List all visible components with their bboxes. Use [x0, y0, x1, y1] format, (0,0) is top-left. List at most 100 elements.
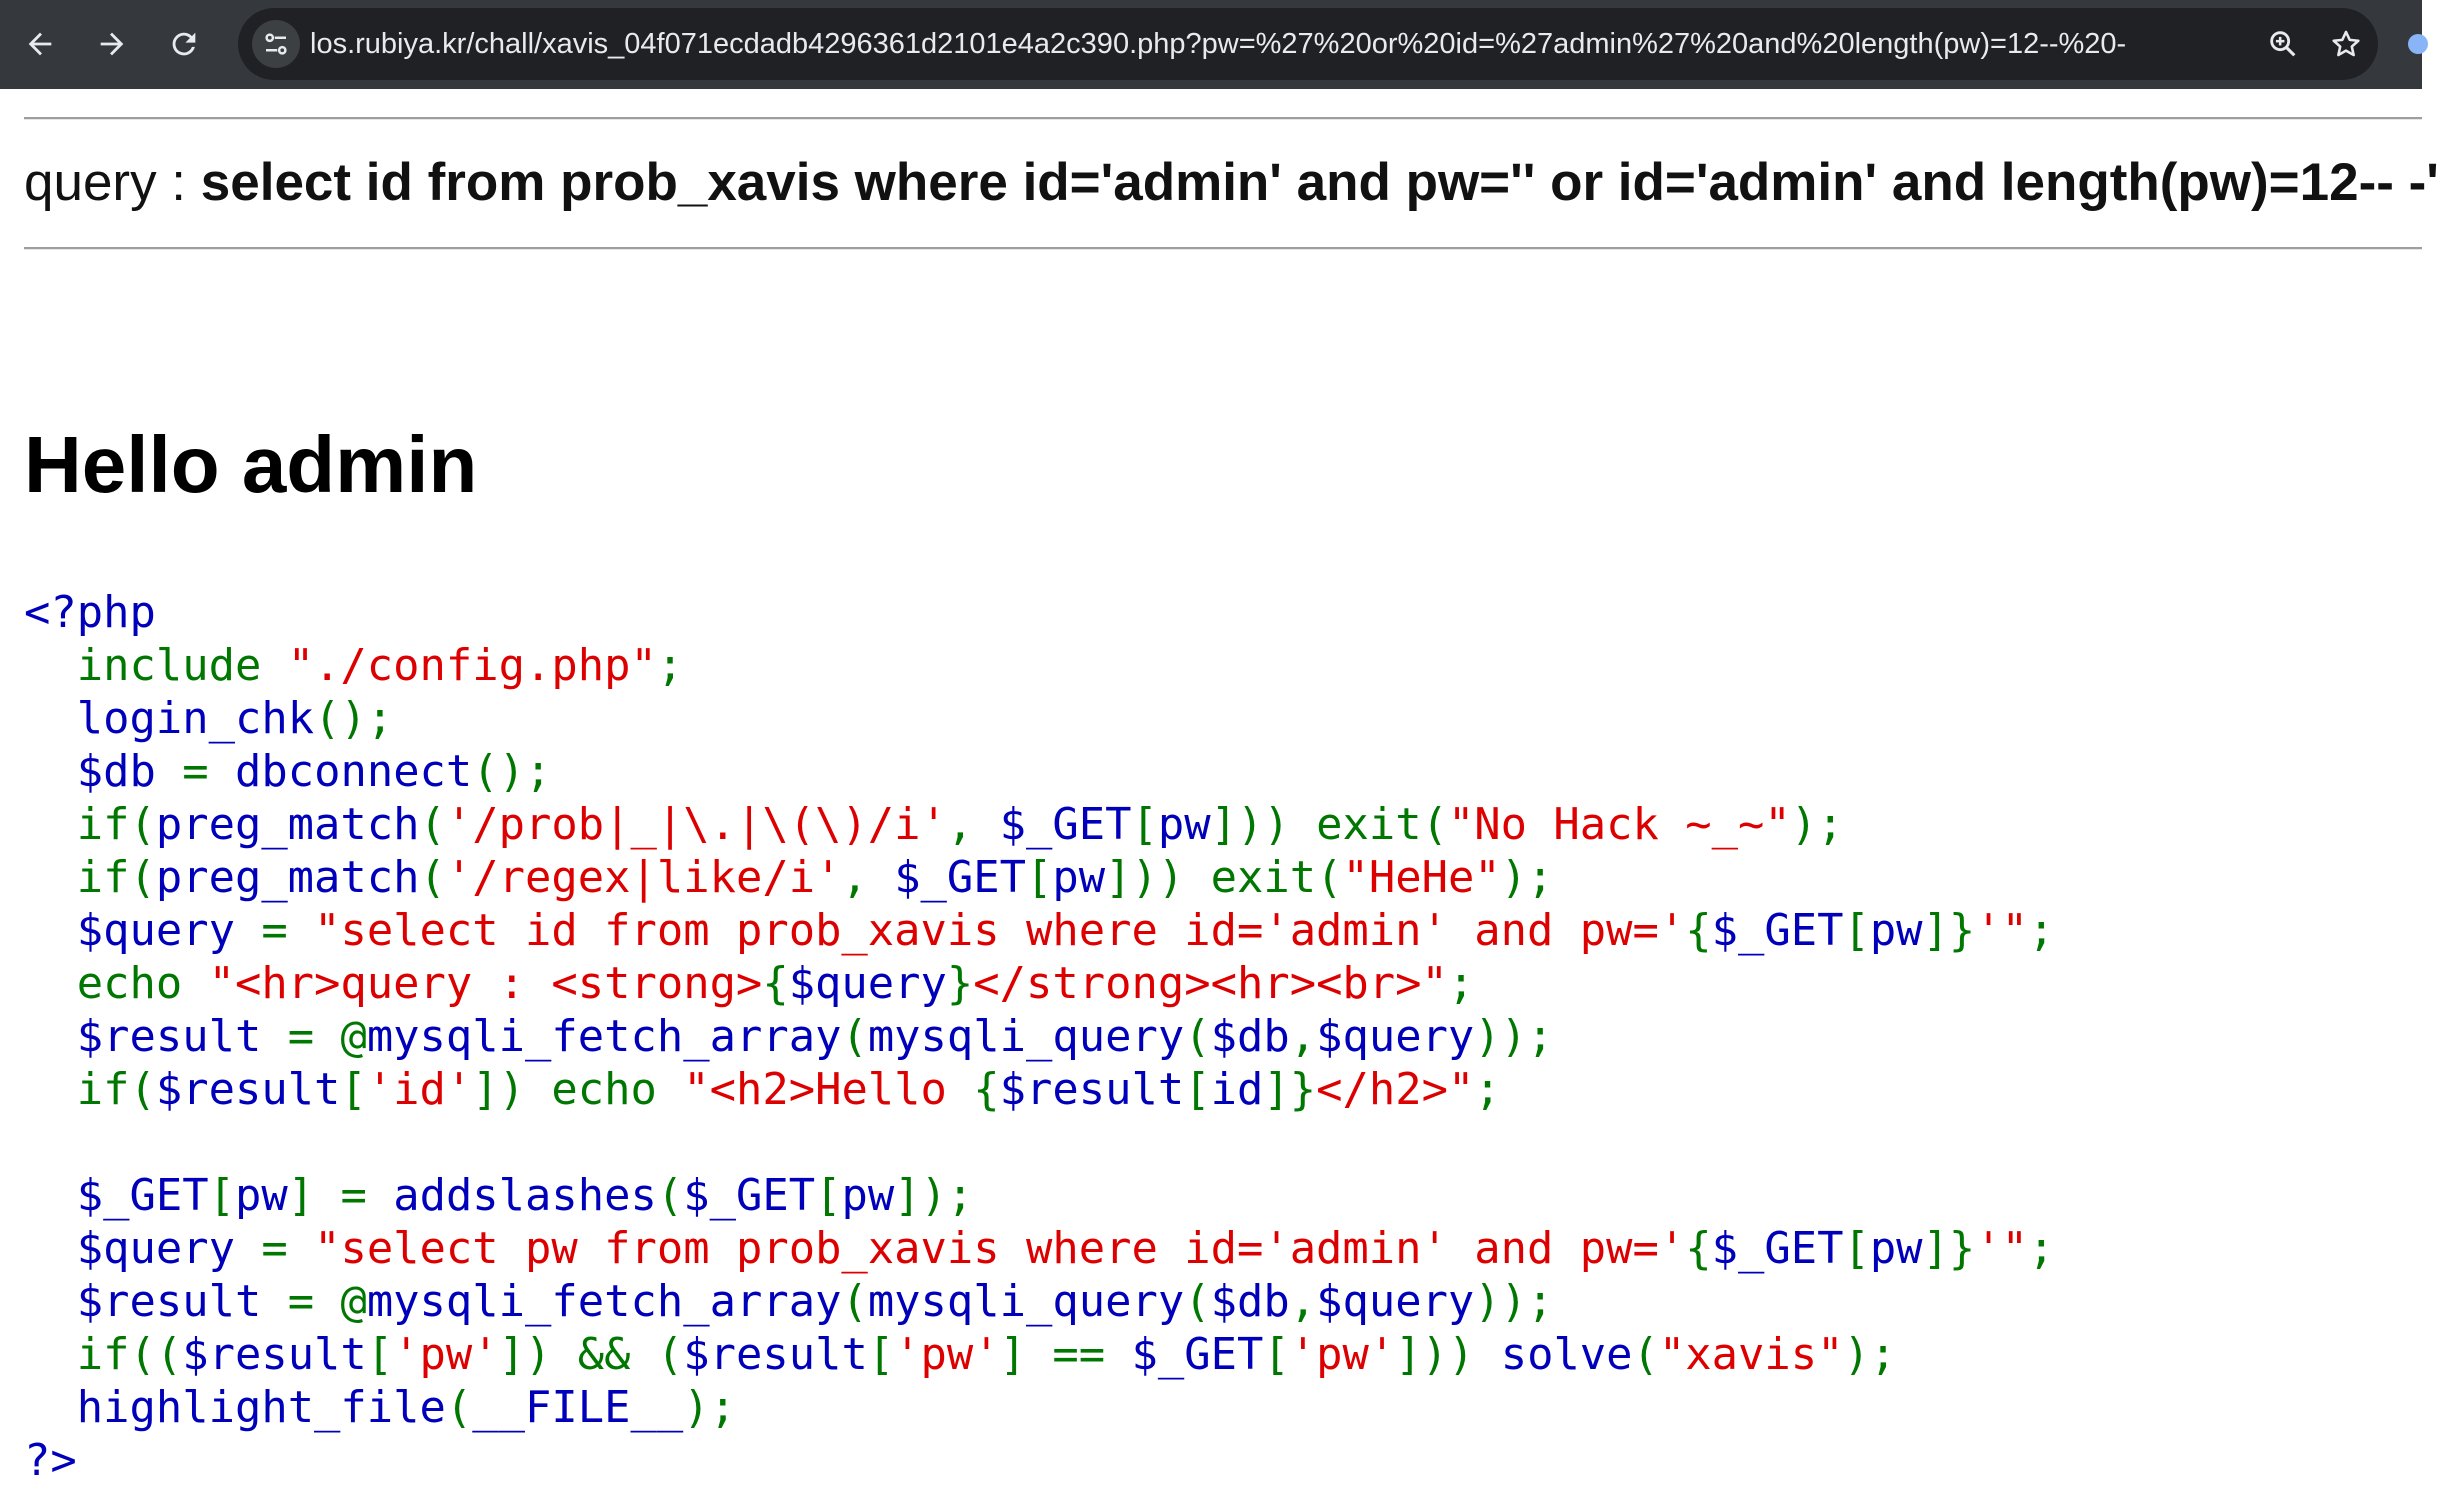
divider-bottom: [24, 247, 2422, 250]
code-token: $result: [76, 1011, 288, 1062]
code-token: [24, 1170, 77, 1221]
code-token: ));: [1474, 1011, 1554, 1062]
code-token: ]) echo: [472, 1064, 684, 1115]
code-token: [: [208, 1170, 235, 1221]
code-token: ,: [1289, 1011, 1317, 1062]
code-token: pw: [1869, 905, 1923, 956]
code-token: '": [1975, 1223, 2029, 1274]
code-token: (: [419, 799, 446, 850]
zoom-button[interactable]: [2263, 24, 2303, 64]
reload-icon: [172, 32, 196, 56]
back-button[interactable]: [14, 18, 66, 70]
code-token: [: [1184, 1064, 1211, 1115]
site-info-button[interactable]: [252, 20, 300, 68]
code-token: $_GET: [894, 852, 1027, 903]
code-token: $query: [76, 905, 262, 956]
code-token: ;: [2028, 905, 2055, 956]
code-token: "select id from prob_xavis where id='adm…: [314, 905, 1686, 956]
code-token: preg_match: [155, 799, 420, 850]
code-token: );: [683, 1382, 736, 1433]
arrow-right-icon: [100, 32, 124, 56]
address-bar[interactable]: los.rubiya.kr/chall/xavis_04f071ecdadb42…: [238, 8, 2378, 80]
code-token: (: [445, 1382, 473, 1433]
code-token: mysqli_query: [867, 1276, 1185, 1327]
code-token: if((: [24, 1329, 183, 1380]
code-token: ,: [946, 799, 1000, 850]
url-text[interactable]: los.rubiya.kr/chall/xavis_04f071ecdadb42…: [310, 28, 2127, 60]
code-line: <?php: [24, 586, 2054, 639]
code-token: ;: [2028, 1223, 2055, 1274]
code-token: (: [419, 852, 446, 903]
code-token: );: [1790, 799, 1844, 850]
arrow-left-icon: [28, 32, 52, 56]
code-line: login_chk();: [24, 692, 2054, 745]
code-token: $_GET: [76, 1170, 209, 1221]
code-token: ;: [1447, 958, 1475, 1009]
query-label: query :: [24, 153, 201, 212]
bookmark-button[interactable]: [2326, 24, 2366, 64]
code-token: $_GET: [1711, 905, 1844, 956]
code-token: (: [1184, 1276, 1211, 1327]
code-token: $result: [182, 1329, 367, 1380]
code-token: {: [1685, 1223, 1712, 1274]
code-token: solve: [1500, 1329, 1633, 1380]
code-token: '/regex|like/i': [445, 852, 842, 903]
star-icon: [2332, 30, 2360, 57]
code-token: if(: [24, 799, 156, 850]
code-token: __FILE__: [472, 1382, 684, 1433]
reload-button[interactable]: [158, 18, 210, 70]
code-token: '/prob|_|\.|\(\)/i': [445, 799, 947, 850]
code-token: $result: [76, 1276, 288, 1327]
code-token: $db: [1210, 1011, 1290, 1062]
code-token: '": [1975, 905, 2029, 956]
code-token: =: [182, 746, 235, 797]
code-token: ?>: [24, 1435, 77, 1486]
code-token: =: [261, 905, 315, 956]
code-token: </h2>": [1316, 1064, 1475, 1115]
code-token: {: [1685, 905, 1712, 956]
extension-icon[interactable]: [2408, 34, 2428, 54]
code-token: "<hr>query : <strong>: [208, 958, 763, 1009]
code-token: "<h2>Hello: [683, 1064, 974, 1115]
code-token: login_chk: [76, 693, 315, 744]
code-token: }: [946, 958, 974, 1009]
code-token: (: [1184, 1011, 1211, 1062]
code-line: ?>: [24, 1434, 2054, 1487]
code-token: mysqli_fetch_array: [366, 1011, 842, 1062]
code-token: pw: [1052, 852, 1106, 903]
code-token: ,: [841, 852, 895, 903]
code-token: pw: [1869, 1223, 1923, 1274]
code-token: mysqli_query: [867, 1011, 1185, 1062]
code-token: [24, 693, 77, 744]
code-token: (: [1632, 1329, 1659, 1380]
code-token: ] =: [287, 1170, 394, 1221]
code-token: $_GET: [1131, 1329, 1264, 1380]
code-token: include: [24, 640, 288, 691]
code-token: $db: [76, 746, 183, 797]
code-token: $query: [1316, 1011, 1475, 1062]
code-token: {: [973, 1064, 1000, 1115]
code-token: 'pw': [894, 1329, 1000, 1380]
code-token: highlight_file: [76, 1382, 446, 1433]
code-token: $_GET: [999, 799, 1132, 850]
code-token: [24, 1223, 77, 1274]
code-token: echo: [24, 958, 209, 1009]
code-token: pw: [1157, 799, 1211, 850]
code-token: ]}: [1263, 1064, 1317, 1115]
code-token: dbconnect: [234, 746, 473, 797]
code-token: preg_match: [155, 852, 420, 903]
code-token: $_GET: [683, 1170, 816, 1221]
hello-heading: Hello admin: [24, 420, 478, 509]
code-token: = @: [287, 1276, 367, 1327]
code-token: [24, 746, 77, 797]
code-token: [: [366, 1329, 394, 1380]
forward-button[interactable]: [86, 18, 138, 70]
code-token: 'pw': [393, 1329, 499, 1380]
code-token: ();: [314, 693, 394, 744]
code-token: [24, 905, 77, 956]
php-source-code: <?php include "./config.php"; login_chk(…: [24, 586, 2054, 1487]
code-token: "HeHe": [1342, 852, 1501, 903]
code-token: [: [1843, 905, 1870, 956]
code-token: [: [1131, 799, 1158, 850]
code-token: [: [867, 1329, 895, 1380]
